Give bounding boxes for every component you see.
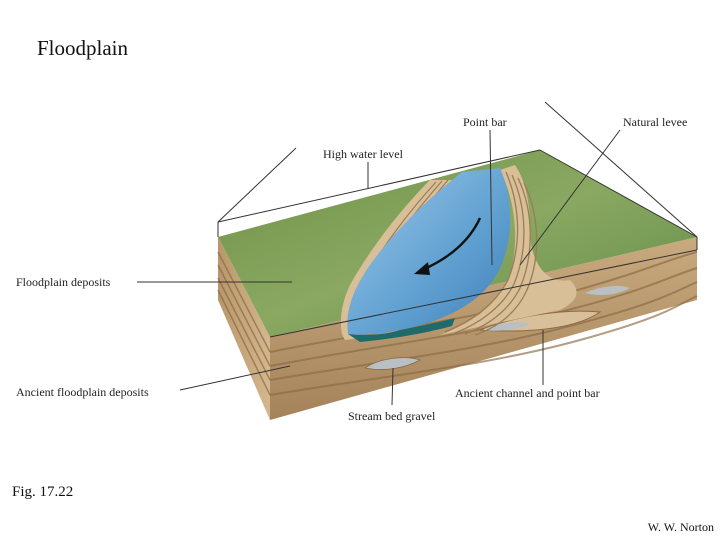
point-bar-sediment xyxy=(440,165,577,335)
point-bar-ridges xyxy=(444,171,538,336)
publisher-credit: W. W. Norton xyxy=(647,520,714,534)
label-stream-bed-gravel: Stream bed gravel xyxy=(348,409,436,423)
label-floodplain-deposits: Floodplain deposits xyxy=(16,275,111,289)
ancient-gravel-lens-right xyxy=(585,285,630,296)
label-natural-levee: Natural levee xyxy=(623,115,687,129)
leader-lines xyxy=(137,129,621,406)
ancient-gravel-lens xyxy=(484,322,530,331)
label-high-water-level: High water level xyxy=(323,147,404,161)
flow-arrowhead xyxy=(414,262,430,275)
flow-direction-arrow xyxy=(421,217,482,272)
label-ancient-floodplain-deposits: Ancient floodplain deposits xyxy=(16,385,149,399)
figure-number: Fig. 17.22 xyxy=(12,484,74,500)
leader-ancient-floodplain xyxy=(179,365,291,391)
label-ancient-channel-point-bar: Ancient channel and point bar xyxy=(455,386,600,400)
high-water-level-frame xyxy=(217,101,698,338)
leader-point-bar xyxy=(489,129,493,266)
leader-stream-bed-gravel xyxy=(391,367,394,406)
river-channel xyxy=(347,168,511,335)
leader-natural-levee xyxy=(519,129,621,266)
stream-bed-gravel-lens xyxy=(363,357,422,370)
river-bottom-edge xyxy=(348,318,455,342)
slide-title: Floodplain xyxy=(37,36,129,60)
label-point-bar: Point bar xyxy=(463,115,507,129)
